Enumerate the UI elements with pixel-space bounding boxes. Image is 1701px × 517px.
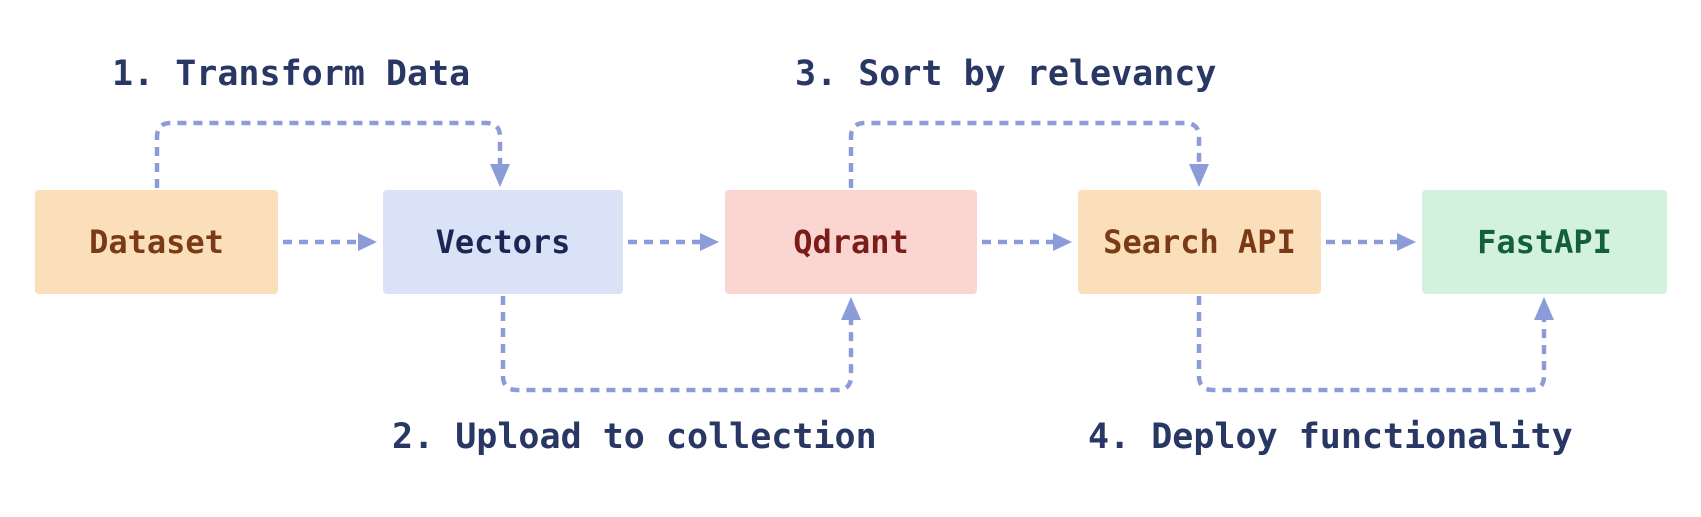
connector-step-3-sort-by-relevancy: [848, 120, 1209, 188]
node-search-api: Search API: [1078, 190, 1321, 294]
node-qdrant: Qdrant: [725, 190, 977, 294]
arrowhead-right-icon: [358, 233, 377, 251]
node-fastapi-label: FastAPI: [1477, 223, 1612, 261]
step-label-transform-data: 1. Transform Data: [112, 54, 471, 94]
arrowhead-down-icon: [490, 164, 510, 187]
connector-line: [848, 120, 1202, 188]
connector-line: [154, 120, 503, 188]
node-vectors-label: Vectors: [435, 223, 571, 261]
node-dataset: Dataset: [35, 190, 278, 294]
step-label-upload-to-collection: 2. Upload to collection: [392, 417, 877, 457]
arrowhead-right-icon: [700, 233, 719, 251]
step-label-deploy-functionality: 4. Deploy functionality: [1088, 417, 1573, 457]
node-dataset-label: Dataset: [89, 223, 224, 261]
step-label-sort-by-relevancy: 3. Sort by relevancy: [795, 54, 1217, 94]
connector-step-1-transform-data: [154, 120, 510, 188]
arrowhead-up-icon: [841, 297, 861, 320]
node-vectors: Vectors: [383, 190, 623, 294]
flow-arrow-qdrant-to-search-api: [982, 233, 1072, 251]
flow-arrow-vectors-to-qdrant: [628, 233, 719, 251]
flow-arrow-dataset-to-vectors: [283, 233, 377, 251]
connector-line: [500, 296, 854, 393]
arrowhead-up-icon: [1534, 297, 1554, 320]
arrowhead-right-icon: [1397, 233, 1416, 251]
arrowhead-right-icon: [1053, 233, 1072, 251]
connector-step-2-upload-to-collection: [500, 296, 861, 393]
arrowhead-down-icon: [1189, 164, 1209, 187]
node-fastapi: FastAPI: [1422, 190, 1667, 294]
connector-line: [1196, 296, 1547, 393]
connector-step-4-deploy-functionality: [1196, 296, 1554, 393]
flow-arrow-search-api-to-fastapi: [1326, 233, 1416, 251]
node-search-api-label: Search API: [1103, 223, 1296, 261]
node-qdrant-label: Qdrant: [793, 223, 909, 261]
